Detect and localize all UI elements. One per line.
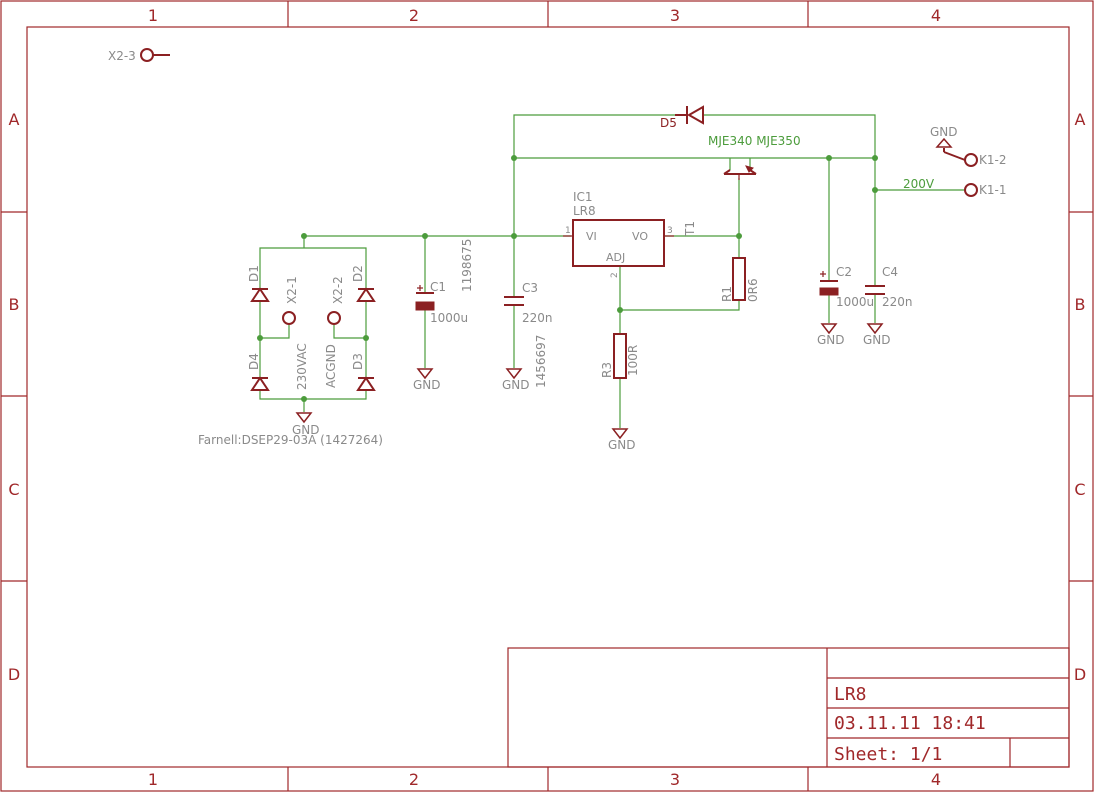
gnd-symbol [295,412,313,424]
frame-row-label-left: D [8,665,20,684]
diode-d3-label: D3 [351,353,365,370]
net-label-200v: 200V [903,177,935,191]
gnd-label: GND [502,378,530,392]
title-block-date: 03.11.11 18:41 [834,713,986,734]
frame-row-label-left: B [9,295,20,314]
resistor-r1 [732,257,746,301]
frame-row-label-left: C [8,480,19,499]
connector-x2-3 [140,48,170,62]
diode-d3 [356,376,376,391]
frame-col-label-top: 1 [148,6,158,25]
resistor-r3-value: 100R [626,345,640,376]
diode-d4 [250,376,270,391]
capacitor-c3 [504,296,524,306]
capacitor-c2-value: 1000u [836,295,874,309]
frame-row-label-left: A [9,110,20,129]
connector-x2-3-label: X2-3 [108,49,136,63]
frame-row-label-right: C [1074,480,1085,499]
title-block-name: LR8 [834,684,867,705]
diode-d2-label: D2 [351,265,365,282]
connector-x2-2 [327,311,341,325]
frame-col-label-bottom: 1 [148,770,158,789]
resistor-r1-value: 0R6 [746,278,760,302]
capacitor-c1 [415,285,435,311]
diode-d5 [675,105,704,125]
connector-x2-1-value: 230VAC [295,343,309,390]
frame-col-label-bottom: 4 [931,770,941,789]
gnd-symbol [505,368,523,380]
junctions [257,155,878,402]
transistor-t1-value: MJE340 MJE350 [708,134,801,148]
diode-d1-label: D1 [247,265,261,282]
regulator-ic1-value: LR8 [573,204,596,218]
gnd-label: GND [817,333,845,347]
frame-row-label-right: D [1074,665,1086,684]
resistor-r3 [613,333,627,379]
capacitor-c4-label: C4 [882,265,898,279]
gnd-symbol [820,323,838,335]
regulator-pin-2: 2 [610,272,620,278]
regulator-pin-3: 3 [667,226,673,236]
transistor-t1-label: T1 [683,221,697,237]
frame-col-label-top: 3 [670,6,680,25]
diode-d2 [356,287,376,302]
gnd-label: GND [863,333,891,347]
bridge-part-note: Farnell:DSEP29-03A (1427264) [198,433,383,447]
regulator-pin-vi: VI [586,230,597,243]
diode-d4-label: D4 [247,353,261,370]
capacitor-c1-note: 1198675 [460,239,474,292]
capacitor-c3-label: C3 [522,281,538,295]
capacitor-c2 [819,271,839,296]
capacitor-c2-label: C2 [836,265,852,279]
capacitor-c1-value: 1000u [430,311,468,325]
frame-col-label-top: 2 [409,6,419,25]
resistor-r1-label: R1 [720,286,734,302]
connector-k1-2 [943,148,978,167]
transistor-t1 [723,165,757,180]
regulator-ic1 [563,219,674,267]
gnd-label: GND [413,378,441,392]
frame-col-label-bottom: 2 [409,770,419,789]
capacitor-c3-note: 1456697 [534,335,548,388]
gnd-symbol [935,137,953,148]
regulator-pin-1: 1 [565,226,571,236]
diode-d1 [250,287,270,302]
frame-col-label-top: 4 [931,6,941,25]
gnd-label: GND [292,423,320,437]
connector-x2-1-label: X2-1 [285,276,299,304]
diode-d5-label: D5 [660,116,677,130]
frame-row-label-right: B [1075,295,1086,314]
connector-x2-2-value: ACGND [324,344,338,388]
connector-k1-1 [964,183,978,197]
frame-row-label-right: A [1075,110,1086,129]
gnd-symbol [416,368,434,380]
capacitor-c3-value: 220n [522,311,553,325]
regulator-pin-adj: ADJ [606,251,625,264]
resistor-r3-label: R3 [600,362,614,378]
connector-x2-2-label: X2-2 [331,276,345,304]
connector-k1-1-label: K1-1 [979,183,1006,197]
title-block [507,647,1070,768]
frame-col-label-bottom: 3 [670,770,680,789]
connector-k1-2-label: K1-2 [979,153,1006,167]
wires [259,114,965,428]
gnd-label: GND [930,125,958,139]
capacitor-c4-value: 220n [882,295,913,309]
regulator-ic1-label: IC1 [573,190,593,204]
gnd-symbol [611,428,629,440]
capacitor-c1-label: C1 [430,280,446,294]
title-block-sheet: Sheet: 1/1 [834,744,942,765]
gnd-symbol [866,323,884,335]
capacitor-c4 [865,285,885,295]
connector-x2-1 [282,311,296,325]
gnd-label: GND [608,438,636,452]
regulator-pin-vo: VO [632,230,648,243]
